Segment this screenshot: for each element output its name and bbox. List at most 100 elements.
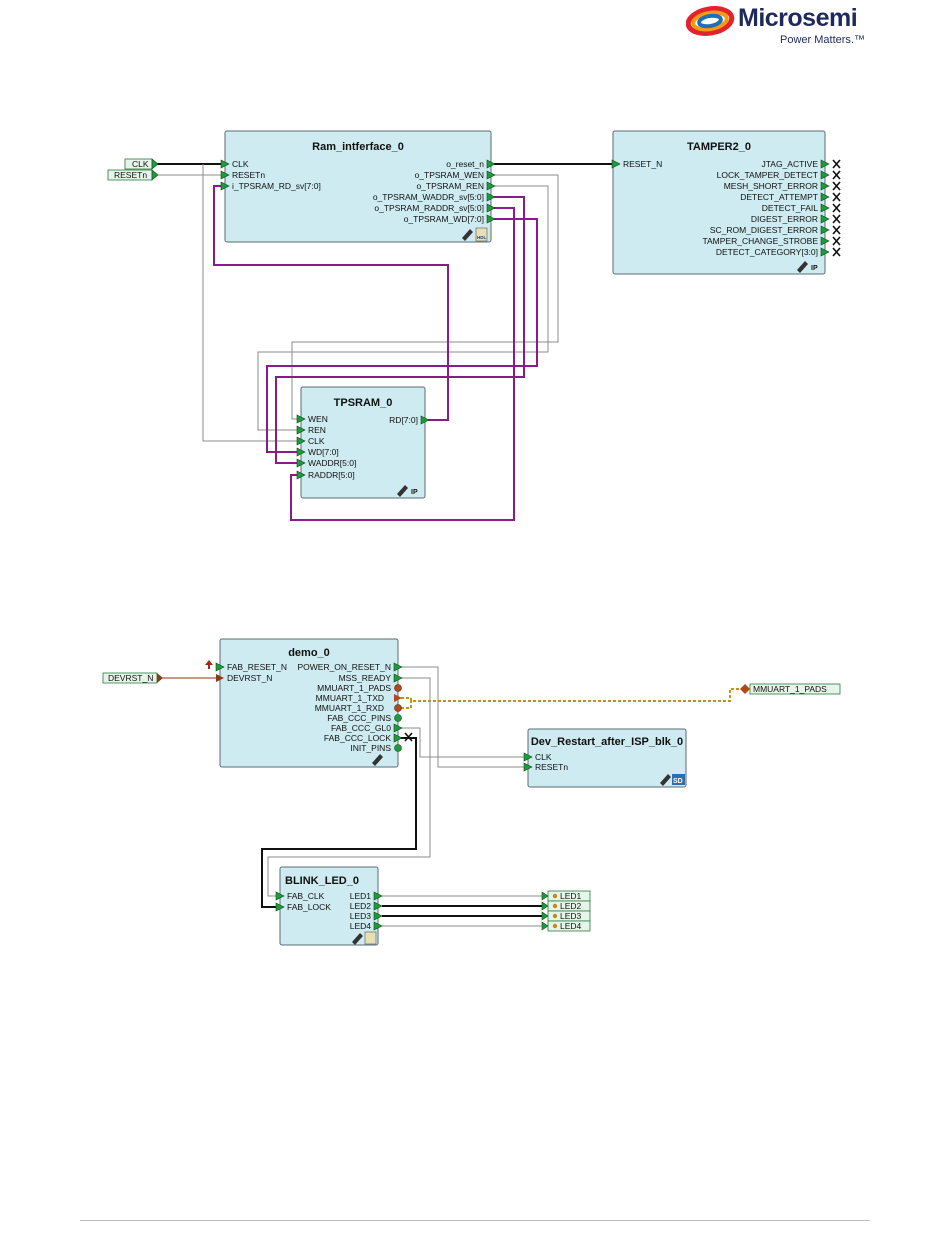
input-port-resetn[interactable]: RESETn: [107, 169, 159, 181]
tamper-pin-sc-rom-digest-error: SC_ROM_DIGEST_ERROR: [710, 225, 818, 235]
demo-pin-fab-reset-n: FAB_RESET_N: [227, 662, 287, 672]
led2-label: LED2: [560, 901, 582, 911]
demo-pin-mss-ready: MSS_READY: [339, 673, 392, 683]
tpsram-block[interactable]: TPSRAM_0 WEN REN CLK WD[7:0] WADDR[5:0] …: [296, 386, 430, 499]
lock-icon: [552, 923, 558, 929]
demo-block[interactable]: demo_0 FAB_RESET_N DEVRST_N POWER_ON_RES…: [205, 638, 413, 768]
demo-pin-mmuart-1-txd: MMUART_1_TXD: [316, 693, 384, 703]
sd-badge: [672, 774, 685, 785]
dev-restart-block[interactable]: Dev_Restart_after_ISP_blk_0 CLK RESETn S…: [523, 728, 687, 788]
demo-pin-devrst-n: DEVRST_N: [227, 673, 272, 683]
unconnected-mark: [404, 732, 413, 742]
tamper-ip-badge: IP: [797, 261, 818, 273]
led1-label: LED1: [560, 891, 582, 901]
tpsram-title: TPSRAM_0: [334, 397, 393, 409]
wires-top: [156, 163, 614, 521]
tamper-badge-text: IP: [811, 265, 818, 272]
output-port-mmuart-1-pads[interactable]: MMUART_1_PADS: [740, 683, 841, 695]
input-port-clk[interactable]: CLK: [124, 158, 159, 170]
hdl-file-icon: [475, 227, 488, 242]
ram-pin-o-reset-n: o_reset_n: [446, 159, 484, 169]
tpsram-pin-waddr: WADDR[5:0]: [308, 458, 356, 468]
demo-left-pins: FAB_RESET_N DEVRST_N: [205, 660, 287, 683]
demo-pin-power-on-reset-n: POWER_ON_RESET_N: [297, 662, 391, 672]
tamper-pin-tamper-change-strobe: TAMPER_CHANGE_STROBE: [702, 236, 818, 246]
ram-pin-wen: o_TPSRAM_WEN: [415, 170, 484, 180]
microsemi-swirl-icon: [686, 6, 735, 36]
footer-divider: [80, 1220, 870, 1221]
input-clk-label: CLK: [132, 159, 149, 169]
wrench-icon: [352, 933, 363, 945]
tamper-right-pins: JTAG_ACTIVE LOCK_TAMPER_DETECT MESH_SHOR…: [702, 159, 830, 257]
blink-led-block[interactable]: BLINK_LED_0 FAB_CLK FAB_LOCK LED1 LED2 L…: [275, 866, 383, 946]
demo-right-pins: POWER_ON_RESET_N MSS_READY MMUART_1_PADS…: [297, 662, 403, 753]
hdl-file-icon: [364, 931, 377, 945]
output-port-led3[interactable]: LED3: [541, 910, 591, 922]
dev-restart-title: Dev_Restart_after_ISP_blk_0: [531, 736, 683, 748]
wrench-icon: [660, 774, 671, 786]
blink-pin-led2: LED2: [350, 901, 372, 911]
tamper-unconnected-marks: [832, 159, 841, 257]
demo-pin-fab-ccc-lock: FAB_CCC_LOCK: [324, 733, 391, 743]
ram-pin-resetn: RESETn: [232, 170, 265, 180]
output-port-led2[interactable]: LED2: [541, 900, 591, 912]
ram-pin-wd: o_TPSRAM_WD[7:0]: [404, 214, 484, 224]
dev-restart-pin-resetn: RESETn: [535, 762, 568, 772]
mmuart-output-label: MMUART_1_PADS: [753, 684, 827, 694]
tamper-block[interactable]: TAMPER2_0 RESET_N JTAG_ACTIVE LOCK_TAMPE…: [611, 130, 841, 275]
demo-pin-mmuart-1-rxd: MMUART_1_RXD: [315, 703, 384, 713]
ram-right-pins: o_reset_n o_TPSRAM_WEN o_TPSRAM_REN o_TP…: [373, 159, 496, 224]
ram-hdl-badge: HDL: [462, 227, 488, 242]
ram-pin-rd-sv: i_TPSRAM_RD_sv[7:0]: [232, 181, 321, 191]
logo-brand: Microsemi: [738, 4, 858, 32]
blink-pin-fab-lock: FAB_LOCK: [287, 902, 331, 912]
demo-pin-mmuart-1-pads: MMUART_1_PADS: [317, 683, 391, 693]
tamper-pin-reset-n: RESET_N: [623, 159, 662, 169]
demo-pin-fab-ccc-gl0: FAB_CCC_GL0: [331, 723, 391, 733]
wires-bottom: [162, 666, 740, 927]
microsemi-logo: Microsemi Power Matters.™: [686, 4, 876, 50]
ram-pin-clk: CLK: [232, 159, 249, 169]
top-input-ports: CLK RESETn: [107, 158, 159, 181]
tamper-pin-detect-fail: DETECT_FAIL: [762, 203, 818, 213]
blink-pin-led3: LED3: [350, 911, 372, 921]
tpsram-pin-clk: CLK: [308, 436, 325, 446]
tpsram-left-pins: WEN REN CLK WD[7:0] WADDR[5:0] RADDR[5:0…: [296, 414, 356, 480]
devrst-input-label: DEVRST_N: [108, 673, 153, 683]
tpsram-badge-text: IP: [411, 489, 418, 496]
input-resetn-label: RESETn: [114, 170, 147, 180]
ram-pin-raddr: o_TPSRAM_RADDR_sv[5:0]: [374, 203, 484, 213]
tamper-pin-jtag-active: JTAG_ACTIVE: [761, 159, 818, 169]
tpsram-pin-rd: RD[7:0]: [389, 415, 418, 425]
led3-label: LED3: [560, 911, 582, 921]
blink-pin-fab-clk: FAB_CLK: [287, 891, 325, 901]
tamper-pin-lock-tamper-detect: LOCK_TAMPER_DETECT: [717, 170, 818, 180]
ram-interface-block[interactable]: Ram_intferface_0 CLK RESETn i_TPSRAM_RD_…: [220, 130, 496, 243]
demo-pin-init-pins: INIT_PINS: [350, 743, 391, 753]
ram-pin-ren: o_TPSRAM_REN: [416, 181, 484, 191]
tpsram-pin-wd: WD[7:0]: [308, 447, 339, 457]
led4-label: LED4: [560, 921, 582, 931]
lock-icon: [552, 913, 558, 919]
sd-badge-text: SD: [673, 778, 683, 785]
tpsram-ip-badge: IP: [397, 485, 418, 497]
output-port-led4[interactable]: LED4: [541, 920, 591, 932]
ram-pin-waddr: o_TPSRAM_WADDR_sv[5:0]: [373, 192, 484, 202]
tamper-pin-mesh-short-error: MESH_SHORT_ERROR: [724, 181, 818, 191]
tamper-pin-digest-error: DIGEST_ERROR: [751, 214, 818, 224]
hdl-badge-text: HDL: [477, 235, 486, 240]
output-port-led1[interactable]: LED1: [541, 890, 591, 902]
blink-pin-led1: LED1: [350, 891, 372, 901]
wrench-icon: [397, 485, 408, 497]
tpsram-pin-ren: REN: [308, 425, 326, 435]
up-arrow-icon: [205, 660, 213, 669]
input-port-devrst-n[interactable]: DEVRST_N: [102, 672, 163, 684]
tpsram-pin-raddr: RADDR[5:0]: [308, 470, 355, 480]
blink-title: BLINK_LED_0: [285, 875, 359, 887]
wrench-icon: [797, 261, 808, 273]
wrench-icon: [372, 754, 383, 766]
lock-icon: [552, 893, 558, 899]
ram-left-pins: CLK RESETn i_TPSRAM_RD_sv[7:0]: [220, 159, 321, 191]
lock-icon: [552, 903, 558, 909]
